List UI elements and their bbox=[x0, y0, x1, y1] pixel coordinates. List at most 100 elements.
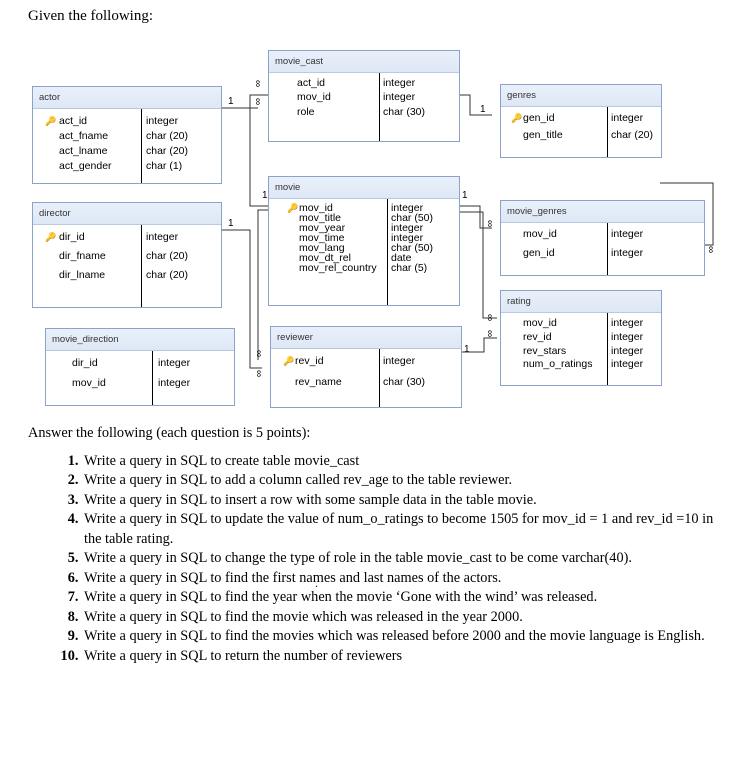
table-title: movie bbox=[269, 177, 459, 199]
table-movie_cast: movie_cast act_id mov_id role integer in… bbox=[268, 50, 460, 142]
table-movie_genres: movie_genres mov_id gen_id integer integ… bbox=[500, 200, 705, 276]
column-name: mov_id bbox=[523, 228, 557, 240]
column-name: act_id bbox=[297, 77, 326, 89]
column-name: dir_fname bbox=[59, 250, 106, 262]
intro-text: Given the following: bbox=[28, 8, 153, 24]
column-type: char (30) bbox=[383, 106, 426, 118]
many-mark: ∞ bbox=[253, 350, 264, 357]
column-name: mov_lang bbox=[299, 242, 345, 254]
column-name: gen_title bbox=[523, 129, 563, 141]
column-type: char (20) bbox=[146, 250, 189, 262]
many-mark: ∞ bbox=[253, 370, 264, 377]
column-name: dir_lname bbox=[59, 269, 106, 281]
er-diagram: 1 ∞ ∞ 1 1 ∞ ∞ 1 1 ∞ ∞ ∞ ∞ 1 actor 🔑 act_… bbox=[32, 50, 716, 408]
question-item: Write a query in SQL to add a column cal… bbox=[82, 471, 728, 491]
column-name: mov_id bbox=[72, 377, 106, 389]
column-type: integer bbox=[383, 77, 416, 89]
table-title: rating bbox=[501, 291, 661, 313]
column-type: integer bbox=[611, 228, 644, 240]
rel-genres-link bbox=[458, 94, 492, 116]
column-name: rev_id bbox=[295, 355, 324, 367]
column-type: integer bbox=[391, 202, 424, 214]
column-name: mov_time bbox=[299, 232, 345, 244]
column-type: integer bbox=[158, 377, 191, 389]
question-item: Write a query in SQL to change the type … bbox=[82, 549, 728, 569]
column-type: integer bbox=[391, 232, 424, 244]
table-title: actor bbox=[33, 87, 221, 109]
rel-movie-movie_direction bbox=[257, 209, 268, 360]
table-movie_direction: movie_direction dir_id mov_id integer in… bbox=[45, 328, 235, 406]
column-name: mov_id bbox=[523, 317, 557, 329]
question-item: Write a query in SQL to find the movies … bbox=[82, 627, 728, 647]
rel-movie-rating bbox=[458, 211, 497, 319]
key-icon: 🔑 bbox=[45, 232, 57, 242]
column-type: char (20) bbox=[611, 129, 654, 141]
column-name: mov_id bbox=[297, 91, 331, 103]
column-type: char (50) bbox=[391, 212, 434, 224]
one-mark: 1 bbox=[464, 344, 470, 355]
column-name: mov_dt_rel bbox=[299, 252, 351, 264]
column-type: char (30) bbox=[383, 376, 426, 388]
question-item: Write a query in SQL to find the year wh… bbox=[82, 588, 728, 608]
one-mark: 1 bbox=[462, 190, 468, 201]
one-mark: 1 bbox=[262, 190, 268, 201]
column-name: gen_id bbox=[523, 247, 555, 259]
column-type: integer bbox=[146, 115, 179, 127]
table-title: reviewer bbox=[271, 327, 461, 349]
column-type: integer bbox=[158, 357, 191, 369]
table-genres: genres 🔑 gen_id gen_title integer char (… bbox=[500, 84, 662, 158]
column-type: date bbox=[391, 252, 412, 264]
key-icon: 🔑 bbox=[287, 203, 299, 213]
key-icon: 🔑 bbox=[283, 356, 295, 366]
column-name: dir_id bbox=[59, 231, 85, 243]
column-name: rev_id bbox=[523, 331, 552, 343]
question-item: Write a query in SQL to create table mov… bbox=[82, 452, 728, 472]
table-title: movie_genres bbox=[501, 201, 704, 223]
column-name: mov_title bbox=[299, 212, 342, 224]
column-type: integer bbox=[611, 358, 644, 370]
column-type: char (50) bbox=[391, 242, 434, 254]
column-name: role bbox=[297, 106, 315, 118]
rel-genres-movie_genres bbox=[660, 182, 714, 246]
one-mark: 1 bbox=[228, 96, 234, 107]
questions-section: Answer the following (each question is 5… bbox=[28, 424, 728, 666]
table-title: director bbox=[33, 203, 221, 225]
question-item: Write a query in SQL to find the first n… bbox=[82, 569, 728, 589]
table-title: movie_direction bbox=[46, 329, 234, 351]
column-type: integer bbox=[611, 331, 644, 343]
column-type: char (20) bbox=[146, 145, 189, 157]
column-type: char (5) bbox=[391, 262, 428, 274]
column-type: char (20) bbox=[146, 130, 189, 142]
question-list: Write a query in SQL to create table mov… bbox=[28, 452, 728, 667]
rel-reviewer-rating bbox=[460, 337, 497, 353]
column-name: act_gender bbox=[59, 160, 112, 172]
column-type: integer bbox=[611, 247, 644, 259]
question-item: Write a query in SQL to update the value… bbox=[82, 510, 728, 549]
column-name: gen_id bbox=[523, 112, 555, 124]
rel-movie-movie_cast bbox=[249, 94, 268, 207]
table-title: genres bbox=[501, 85, 661, 107]
one-mark: 1 bbox=[480, 104, 486, 115]
key-icon: 🔑 bbox=[511, 113, 523, 123]
column-name: act_fname bbox=[59, 130, 109, 142]
table-reviewer: reviewer 🔑 rev_id rev_name integer char … bbox=[270, 326, 462, 408]
rel-director-movie_direction bbox=[220, 229, 262, 369]
column-type: integer bbox=[146, 231, 179, 243]
table-title: movie_cast bbox=[269, 51, 459, 73]
table-actor: actor 🔑 act_id act_fname act_lname act_g… bbox=[32, 86, 222, 184]
column-name: act_lname bbox=[59, 145, 108, 157]
column-type: char (20) bbox=[146, 269, 189, 281]
table-director: director 🔑 dir_id dir_fname dir_lname in… bbox=[32, 202, 222, 308]
stray-mark: . bbox=[315, 576, 318, 590]
many-mark: ∞ bbox=[252, 80, 263, 87]
column-name: rev_name bbox=[295, 376, 342, 388]
column-name: num_o_ratings bbox=[523, 358, 593, 370]
many-mark: ∞ bbox=[484, 220, 495, 227]
question-item: Write a query in SQL to insert a row wit… bbox=[82, 491, 728, 511]
questions-heading: Answer the following (each question is 5… bbox=[28, 425, 311, 441]
many-mark: ∞ bbox=[484, 330, 495, 337]
column-type: integer bbox=[383, 355, 416, 367]
column-type: integer bbox=[611, 345, 644, 357]
column-type: integer bbox=[391, 222, 424, 234]
many-mark: ∞ bbox=[484, 314, 495, 321]
